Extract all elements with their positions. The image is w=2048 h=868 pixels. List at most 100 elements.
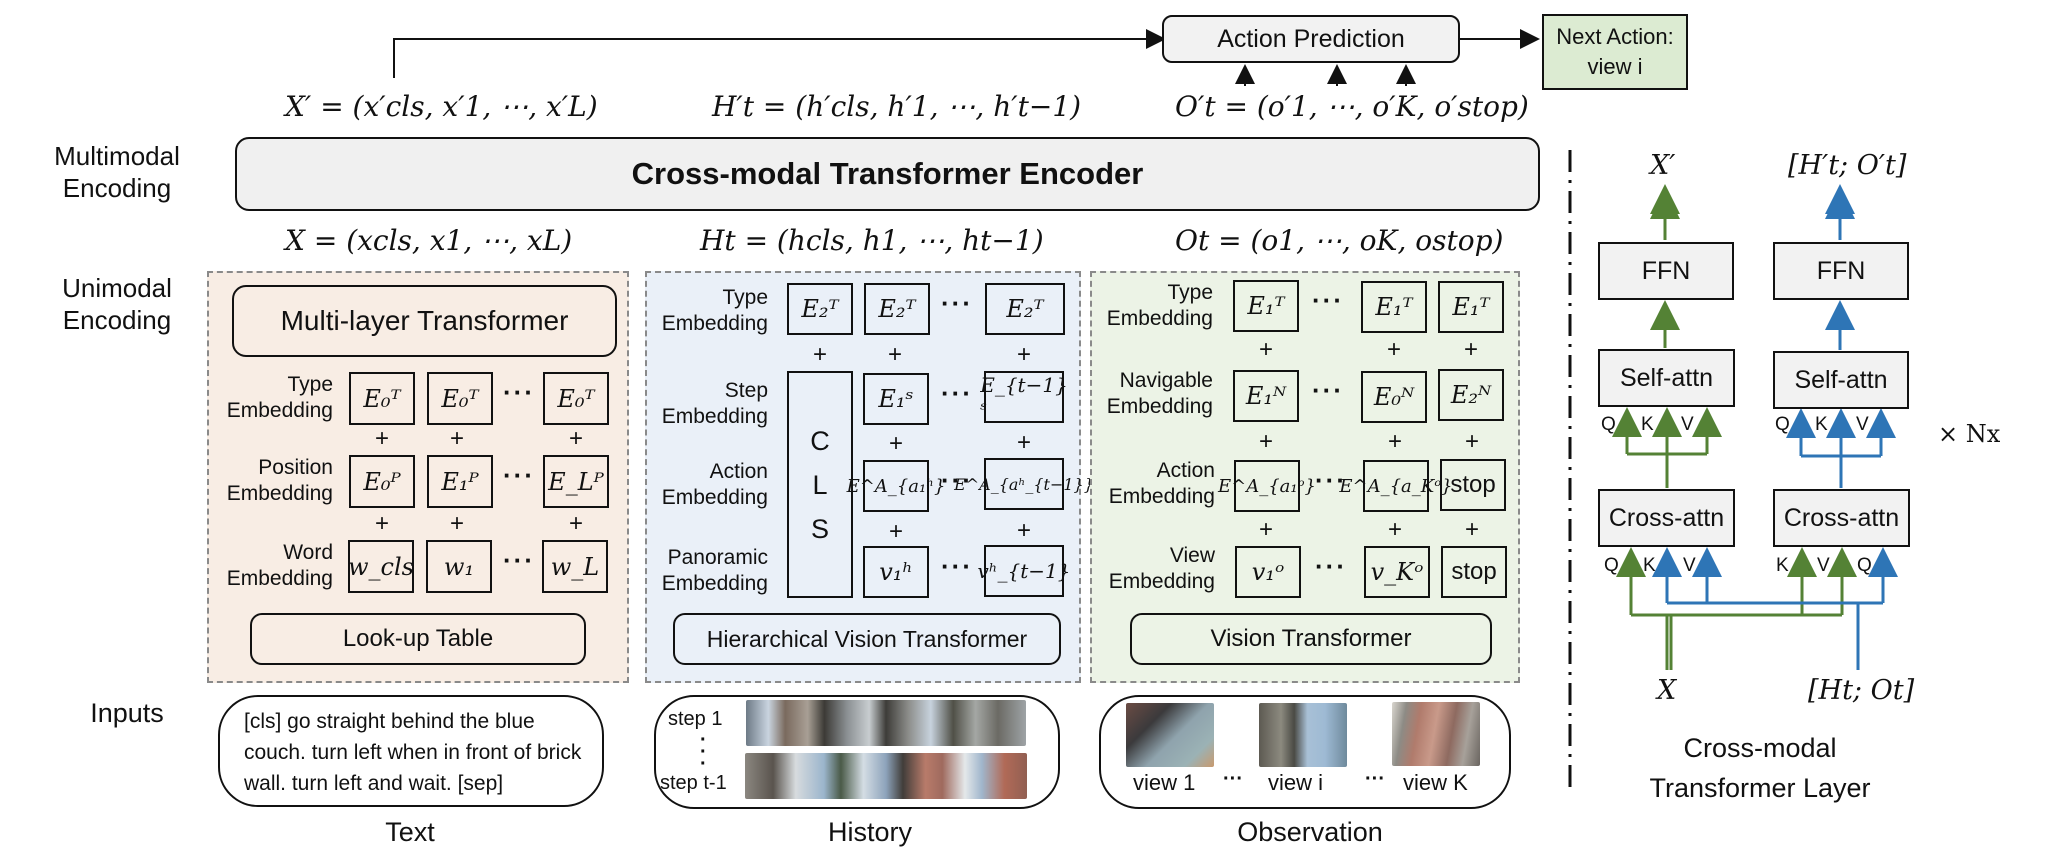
ellipsis: ··· (941, 465, 973, 495)
view-i-label: view i (1268, 770, 1324, 795)
v-label: V (1683, 555, 1696, 576)
vision-transformer-label: Vision Transformer (1210, 625, 1412, 652)
obs-navigable-cell: E₂ᴺ (1438, 369, 1504, 421)
plus-sign: + (1016, 517, 1031, 544)
ffn-right: FFN (1773, 242, 1909, 300)
obs-navigable-cell: E₁ᴺ (1233, 370, 1299, 422)
lookup-table-label: Look-up Table (342, 625, 494, 652)
history-step-cell: E₁ˢ (863, 373, 929, 425)
view-k-image (1392, 702, 1480, 766)
text-word-cell: w_cls (348, 540, 414, 593)
repeat-nx-label: × Nx (1938, 420, 2001, 448)
plus-sign: + (374, 510, 389, 537)
multi-layer-transformer-box: Multi-layer Transformer (232, 285, 617, 357)
plus-sign: + (1387, 428, 1402, 455)
plus-sign: + (888, 518, 903, 545)
ellipsis: ··· (503, 460, 535, 490)
text-type-cell: E₀ᵀ (543, 372, 609, 425)
observation-input-box (1099, 695, 1511, 809)
text-type-cell: E₀ᵀ (427, 372, 493, 425)
ellipsis: ··· (941, 551, 973, 581)
obs-view-cell: v_Kᵒ (1364, 546, 1430, 598)
v-label: V (1856, 414, 1869, 435)
k-label: K (1641, 414, 1654, 435)
history-panoramic-cell: v₁ʰ (863, 546, 929, 598)
obs-view-stop-cell: stop (1441, 546, 1507, 598)
action-prediction-box: Action Prediction (1162, 15, 1460, 63)
obs-action-cell: E^A_{a_Kᵒ} (1339, 460, 1453, 512)
instruction-text: [cls] go straight behind the blue couch.… (244, 710, 582, 795)
x-prime-formula: X′ = (x′cls, x′1, ⋯, x′L) (285, 90, 598, 123)
plus-sign: + (374, 425, 389, 452)
text-position-cell: E₀ᴾ (349, 455, 415, 508)
obs-action-cell: E^A_{a₁ᵒ} (1218, 460, 1316, 512)
cross-modal-encoder: Cross-modal Transformer Encoder (235, 137, 1540, 211)
lookup-table-box: Look-up Table (250, 613, 586, 665)
inputs-label: Inputs (90, 698, 164, 728)
ellipsis: ··· (503, 377, 535, 407)
hierarchical-vit-box: Hierarchical Vision Transformer (673, 613, 1061, 665)
vision-transformer-box: Vision Transformer (1130, 613, 1492, 665)
history-input-box (654, 695, 1060, 809)
plus-sign: + (1464, 428, 1479, 455)
obs-action-stop-cell: stop (1440, 459, 1506, 511)
plus-sign: + (888, 430, 903, 457)
layer-out-left: X′ (1650, 150, 1676, 181)
h-prime-formula: H′t = (h′cls, h′1, ⋯, h′t−1) (712, 90, 1082, 123)
history-panoramic-cell: vʰ_{t−1} (978, 545, 1070, 597)
plus-sign: + (449, 510, 464, 537)
obs-type-cell: E₁ᵀ (1233, 280, 1299, 332)
history-type-cell: E₂ᵀ (985, 283, 1065, 335)
obs-view-cell: v₁ᵒ (1235, 546, 1301, 598)
plus-sign: + (887, 341, 902, 368)
xprime-to-action-arrow (393, 29, 1166, 78)
action-prediction-label: Action Prediction (1217, 25, 1405, 53)
layer-out-right: [H′t; O′t] (1788, 150, 1907, 181)
o-formula: Ot = (o1, ⋯, oK, ostop) (1175, 224, 1504, 257)
ellipsis: ··· (1223, 768, 1243, 790)
layer-in-left: X (1657, 675, 1677, 706)
o-prime-formula: O′t = (o′1, ⋯, o′K, o′stop) (1175, 90, 1529, 123)
next-action-box: Next Action: view i (1542, 14, 1688, 90)
x-formula: X = (xcls, x1, ⋯, xL) (285, 224, 573, 257)
view-i-image (1259, 703, 1347, 767)
plus-sign: + (1464, 516, 1479, 543)
step-first-label: step 1 (668, 708, 723, 730)
text-position-cell: E_Lᴾ (543, 455, 609, 508)
plus-sign: + (812, 341, 827, 368)
ellipsis: ··· (1312, 375, 1344, 405)
self-attn-left: Self-attn (1598, 349, 1735, 407)
history-panorama-last (745, 753, 1027, 799)
h-formula: Ht = (hcls, h1, ⋯, ht−1) (700, 224, 1044, 257)
plus-sign: + (1387, 516, 1402, 543)
k-label: K (1643, 555, 1656, 576)
obs-type-cell: E₁ᵀ (1361, 281, 1427, 333)
text-word-cell: w₁ (426, 540, 492, 593)
ellipsis: ··· (1315, 551, 1347, 581)
layer-in-right: [Ht; Ot] (1808, 675, 1915, 706)
view-1-label: view 1 (1133, 770, 1196, 795)
plus-sign: + (1016, 341, 1031, 368)
plus-sign: + (1258, 516, 1273, 543)
history-panorama-step1 (746, 700, 1026, 746)
q-label: Q (1857, 555, 1872, 576)
plus-sign: + (1258, 336, 1273, 363)
plus-sign: + (568, 425, 583, 452)
text-position-cell: E₁ᴾ (427, 455, 493, 508)
history-caption: History (827, 817, 912, 847)
plus-sign: + (1386, 336, 1401, 363)
plus-sign: + (1463, 336, 1478, 363)
step-last-label: step t-1 (660, 772, 727, 794)
hierarchical-vit-label: Hierarchical Vision Transformer (706, 625, 1028, 652)
obs-navigable-cell: E₀ᴺ (1361, 371, 1427, 423)
